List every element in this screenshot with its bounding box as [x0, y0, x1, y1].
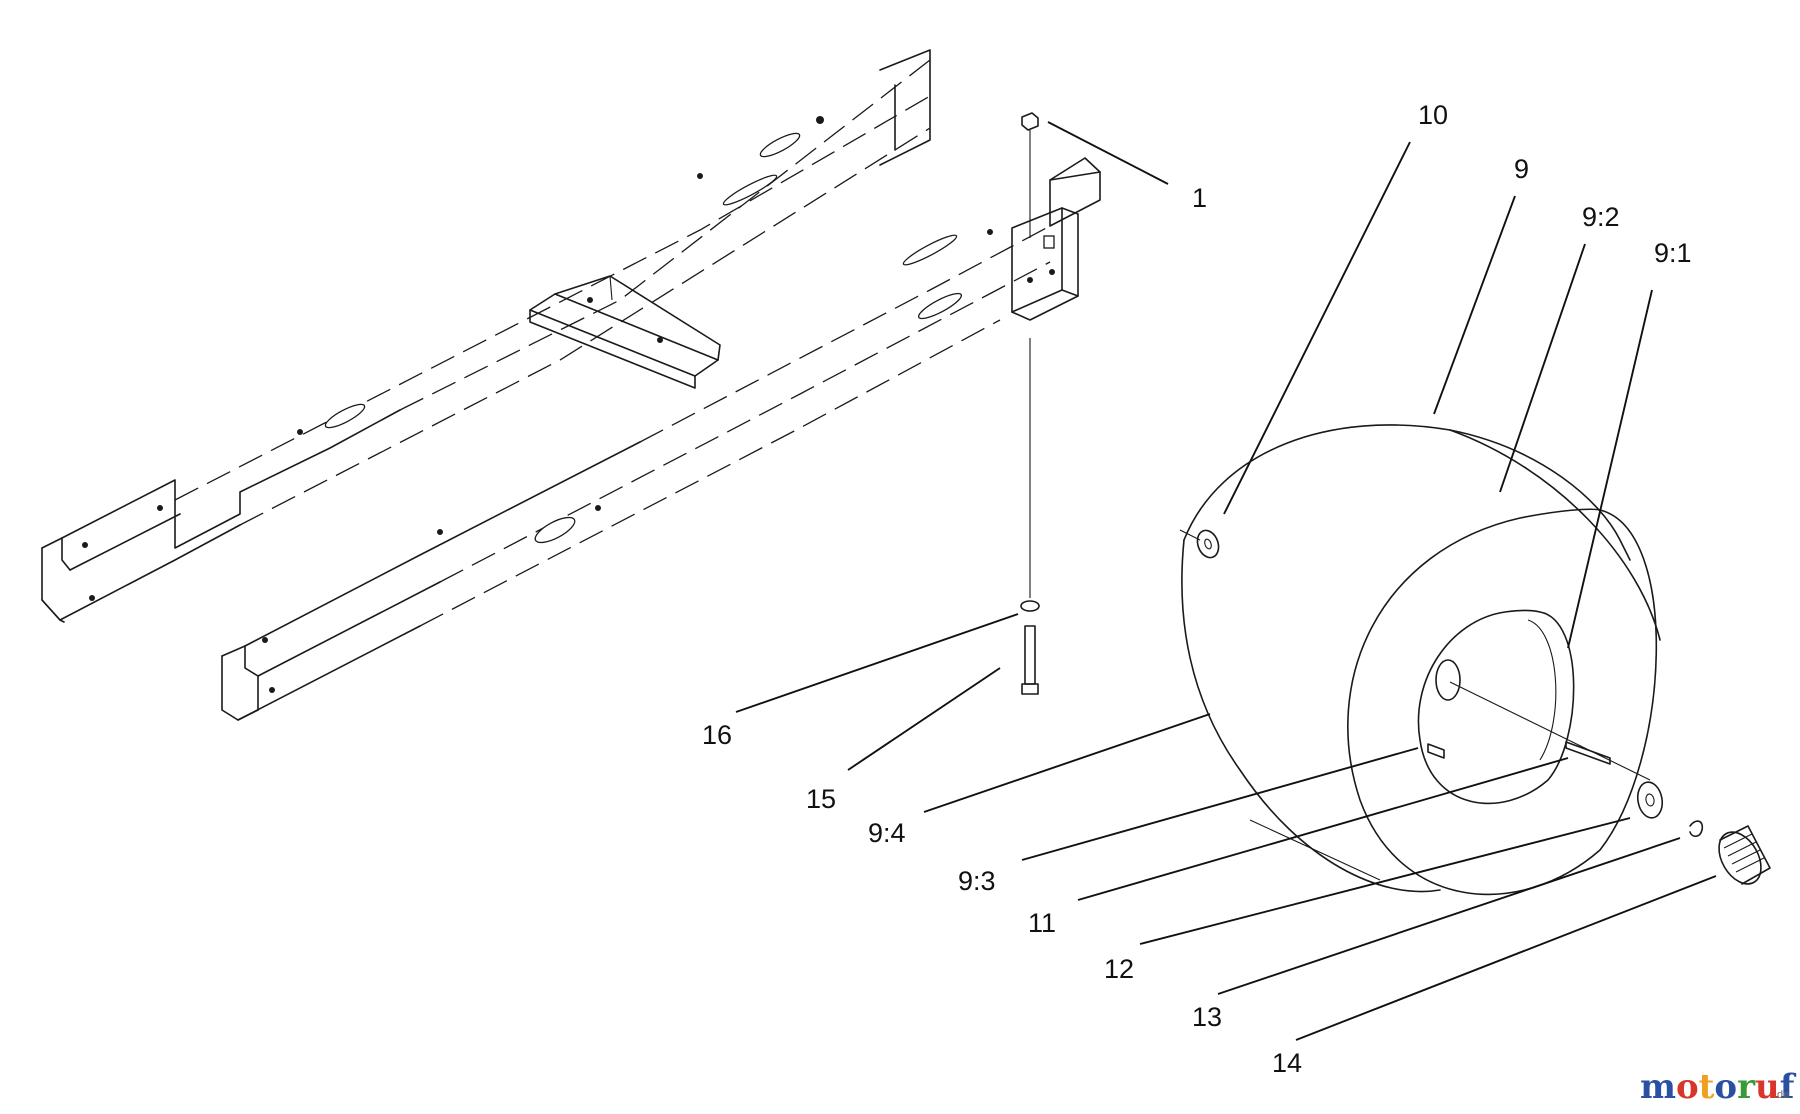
svg-text:motoruf: motoruf [1640, 1067, 1797, 1107]
callout-9-3: 9:3 [958, 866, 996, 896]
leader-10 [1223, 141, 1411, 515]
watermark-logo: motoruf .de [1640, 1067, 1797, 1107]
leader-14 [1295, 875, 1717, 1041]
leader-9-4 [923, 713, 1211, 813]
leader-9-2 [1499, 243, 1586, 493]
callout-15: 15 [806, 784, 836, 814]
key-11 [1565, 741, 1611, 765]
callout-10: 10 [1418, 100, 1448, 130]
leader-lines [735, 121, 1717, 1041]
callout-9-4: 9:4 [868, 818, 906, 848]
callout-14: 14 [1272, 1048, 1302, 1078]
washer-12 [1636, 781, 1664, 819]
mounting-bracket [1011, 207, 1079, 321]
leader-9-1 [1567, 289, 1653, 649]
leader-13 [1217, 837, 1681, 995]
retaining-ring-13 [1689, 820, 1704, 838]
callout-12: 12 [1104, 954, 1134, 984]
leader-12 [1139, 817, 1631, 945]
wheel-tire [1181, 424, 1661, 896]
callout-11: 11 [1028, 908, 1056, 938]
watermark-suffix: .de [1774, 1089, 1789, 1101]
frame-rail-right [221, 157, 1101, 721]
callout-13: 13 [1192, 1002, 1222, 1032]
callout-16: 16 [702, 720, 732, 750]
leader-11 [1077, 757, 1569, 901]
callout-1: 1 [1192, 183, 1207, 213]
callout-9: 9 [1514, 154, 1529, 184]
callout-9-1: 9:1 [1654, 238, 1692, 268]
leader-9-3 [1021, 747, 1419, 861]
hub-cap-14 [1718, 825, 1771, 885]
callout-labels: 1 10 9 9:2 9:1 16 15 9:4 9:3 11 12 13 14 [702, 100, 1692, 1078]
bolt-assembly [1020, 112, 1040, 695]
leader-1 [1047, 121, 1169, 185]
leader-16 [735, 613, 1019, 713]
leader-9 [1433, 195, 1516, 415]
cross-member [529, 275, 721, 389]
frame-rail-left [41, 49, 931, 623]
leader-15 [847, 667, 1001, 771]
washer-10 [1179, 529, 1220, 559]
callout-9-2: 9:2 [1582, 202, 1620, 232]
